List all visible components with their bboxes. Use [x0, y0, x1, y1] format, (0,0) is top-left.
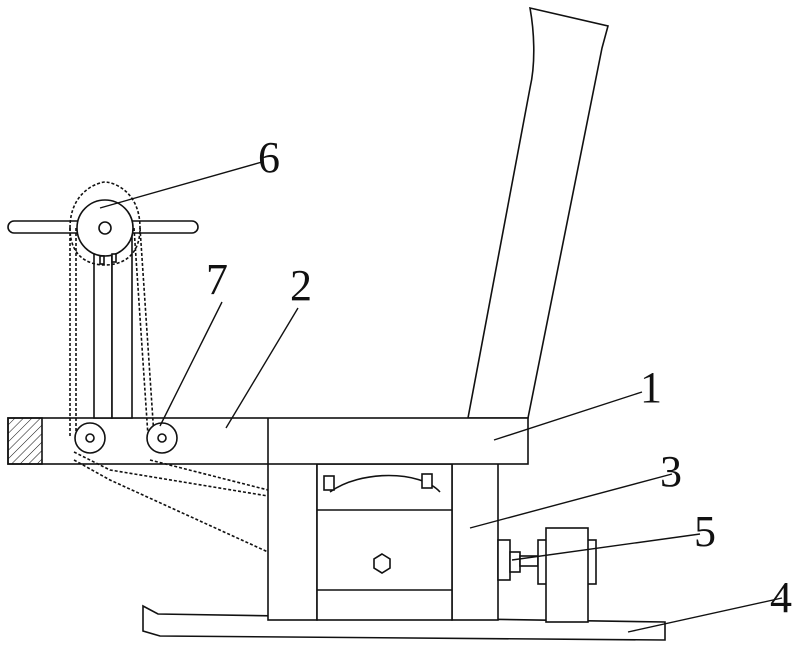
left-leg: [268, 462, 317, 620]
label-6: 6: [258, 133, 280, 182]
right-leg: [452, 462, 498, 620]
hatched-block: [8, 418, 42, 464]
label-5: 5: [694, 507, 716, 556]
label-1: 1: [640, 363, 662, 412]
center-motor: [317, 464, 452, 620]
lower-sprocket-left: [75, 423, 105, 453]
label-3: 3: [660, 447, 682, 496]
label-7: 7: [206, 255, 228, 304]
side-motor-assembly: [498, 528, 596, 622]
lower-sprocket-right: [147, 423, 177, 453]
label-2: 2: [290, 261, 312, 310]
label-4: 4: [770, 573, 792, 622]
backrest: [468, 8, 608, 418]
